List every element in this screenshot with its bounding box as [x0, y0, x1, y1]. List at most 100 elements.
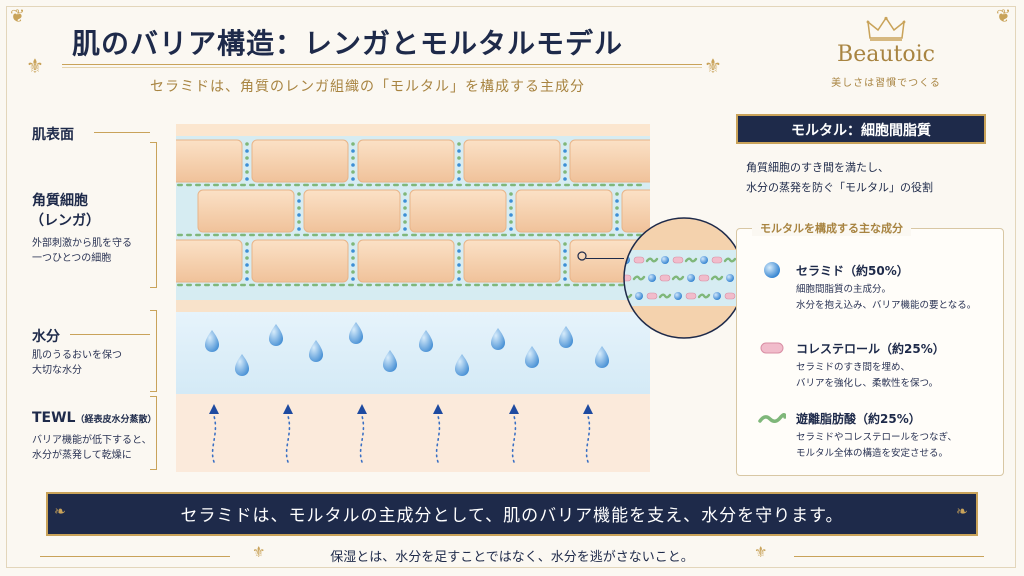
cholesterol-particle — [724, 292, 736, 300]
lipid-particle — [457, 170, 461, 174]
label-leader-line — [94, 132, 150, 133]
fatty-acid-particle — [456, 183, 462, 187]
lipid-particle — [403, 206, 407, 210]
fatty-acid-particle — [303, 183, 309, 187]
fatty-acid-particle — [591, 183, 597, 187]
fatty-acid-particle — [501, 233, 507, 237]
lipid-particle — [351, 149, 355, 153]
lipid-particle — [245, 263, 249, 267]
fatty-acid-particle — [420, 233, 426, 237]
fatty-acid-particle — [294, 283, 300, 287]
lipid-particle — [563, 277, 567, 281]
water-droplet-icon — [309, 340, 323, 362]
fatty-acid-particle — [384, 183, 390, 187]
fatty-acid-particle — [528, 183, 534, 187]
fatty-acid-particle — [618, 283, 624, 287]
tewl-title-note: （経表皮水分蒸散） — [75, 415, 157, 425]
cholesterol-particle — [672, 256, 684, 264]
label-corneocyte: 角質細胞 — [32, 193, 88, 209]
fatty-acid-particle — [618, 183, 624, 187]
fatty-acid-particle — [258, 233, 264, 237]
magnifier-anchor — [577, 251, 587, 261]
mortar-desc-line: 角質細胞のすき間を満たし、 — [746, 161, 889, 174]
lipid-particle — [403, 213, 407, 217]
fatty-acid-particle — [456, 233, 462, 237]
lipid-particle — [403, 192, 407, 196]
cholesterol-particle — [685, 292, 697, 300]
tewl-desc: 水分が蒸発して乾燥に — [32, 450, 132, 461]
lipid-particle — [351, 270, 355, 274]
fatty-acid-particle — [411, 183, 417, 187]
lipid-particle — [457, 177, 461, 181]
skin-surface-strip — [176, 124, 650, 138]
fatty-acid-particle — [240, 233, 246, 237]
fatty-acid-particle — [697, 293, 711, 299]
fatty-acid-particle — [420, 183, 426, 187]
fatty-acid-particle — [339, 283, 345, 287]
fatty-acid-particle — [312, 233, 318, 237]
footer-divider — [40, 556, 230, 557]
fatty-acid-particle — [447, 283, 453, 287]
fatty-acid-particle — [438, 183, 444, 187]
brick — [357, 139, 455, 183]
fatty-acid-particle — [555, 233, 561, 237]
ceramide-particle — [713, 292, 721, 300]
lipid-particle — [563, 177, 567, 181]
green-wave-icon — [758, 413, 786, 423]
fatty-acid-title: 遊離脂肪酸（約25%） — [796, 412, 921, 426]
fatty-acid-particle — [519, 233, 525, 237]
label-corneocyte-brick: （レンガ） — [30, 213, 100, 229]
fatty-acid-particle — [366, 283, 372, 287]
fatty-acid-particle — [492, 233, 498, 237]
fatty-acid-particle — [573, 183, 579, 187]
fatty-acid-particle — [276, 233, 282, 237]
fatty-acid-particle — [723, 257, 737, 263]
fatty-acid-particle — [465, 183, 471, 187]
fatty-acid-particle — [258, 183, 264, 187]
water-droplet-icon — [491, 328, 505, 350]
mortar-heading: モルタル：細胞間脂質 — [736, 114, 986, 144]
fatty-acid-particle — [357, 183, 363, 187]
fatty-acid-particle — [375, 283, 381, 287]
water-droplet-icon — [419, 330, 433, 352]
fatty-acid-particle — [645, 257, 659, 263]
lipid-particle — [245, 242, 249, 246]
fatty-acid-particle — [330, 183, 336, 187]
fatty-acid-particle — [411, 233, 417, 237]
fatty-acid-particle — [195, 283, 201, 287]
water-droplet-icon — [525, 346, 539, 368]
fatty-acid-particle — [213, 183, 219, 187]
fatty-acid-particle — [375, 233, 381, 237]
fatty-acid-particle — [204, 283, 210, 287]
fatty-acid-particle — [204, 183, 210, 187]
lipid-particle — [403, 227, 407, 231]
fatty-acid-particle — [510, 233, 516, 237]
fatty-acid-particle — [420, 283, 426, 287]
fatty-acid-particle — [483, 233, 489, 237]
up-arrow-icon — [283, 404, 293, 414]
fatty-acid-particle — [483, 183, 489, 187]
up-arrow-icon — [433, 404, 443, 414]
lipid-particle — [457, 242, 461, 246]
magnifier-lens — [623, 217, 745, 339]
lipid-particle — [457, 149, 461, 153]
fatty-acid-particle — [330, 283, 336, 287]
banner-ornament-icon: ❧ — [54, 504, 66, 520]
lipid-particle — [245, 142, 249, 146]
tewl-title: TEWL — [32, 410, 76, 426]
lipid-particle — [245, 249, 249, 253]
fatty-acid-desc: セラミドやコレステロールをつなぎ、 — [796, 432, 958, 443]
fatty-acid-particle — [600, 283, 606, 287]
lipid-particle — [457, 156, 461, 160]
fatty-acid-particle — [294, 183, 300, 187]
lipid-particle — [563, 270, 567, 274]
water-desc: 肌のうるおいを保つ — [32, 350, 122, 361]
fatty-acid-particle — [393, 283, 399, 287]
fatty-acid-particle — [276, 283, 282, 287]
fatty-acid-particle — [582, 283, 588, 287]
ceramide-desc: 水分を抱え込み、バリア機能の要となる。 — [796, 300, 977, 311]
fatty-acid-particle — [249, 283, 255, 287]
ceramide-particle — [700, 256, 708, 264]
fatty-acid-particle — [312, 183, 318, 187]
mortar-desc-line: 水分の蒸発を防ぐ「モルタル」の役割 — [746, 181, 933, 194]
